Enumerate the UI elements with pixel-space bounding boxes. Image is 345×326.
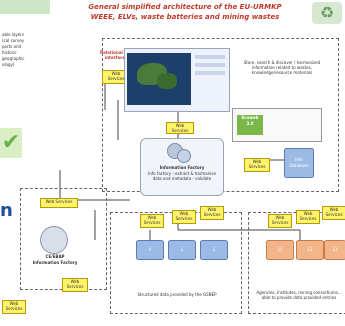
- check-icon: ✔: [0, 128, 22, 158]
- agencies-caption: Agencies, Institutes, mining consortiums…: [256, 290, 342, 300]
- diagram-title: General simplified architecture of the E…: [88, 3, 282, 11]
- ce-factory-subtitle: Information Factory: [32, 260, 78, 265]
- left-text-line: ports and: [2, 44, 22, 49]
- gsnep-database: 1: [168, 240, 196, 260]
- left-text-line: (cal survey: [2, 38, 25, 43]
- logo-letter: n: [0, 200, 13, 221]
- left-logo: [0, 0, 50, 14]
- web-services-box: Web Services: [2, 300, 26, 314]
- left-text-block: able layers (cal survey ports and histor…: [2, 32, 58, 68]
- left-text-line: geographic: [2, 56, 25, 61]
- web-services-box: Web Services: [102, 70, 130, 84]
- web-services-box: Web Services: [296, 210, 320, 224]
- info-database: Info Database: [284, 148, 314, 178]
- platform-caption: Store, search & discover / harmonized in…: [243, 60, 321, 75]
- agency-database: 13: [324, 240, 345, 260]
- web-services-box: Web Services: [172, 210, 196, 224]
- map-landmass: [157, 73, 177, 89]
- web-services-box: Web Services: [62, 278, 88, 292]
- web-services-box: Web Services: [166, 122, 194, 134]
- information-factory-title: Information Factory: [159, 165, 205, 170]
- left-text-line: able layers: [2, 32, 24, 37]
- portal-screenshot: [124, 48, 230, 112]
- information-factory-subtitle: Info factory - extract & harmonise data …: [148, 171, 216, 181]
- agency-database: 12: [296, 240, 324, 260]
- portal-panel: [195, 55, 225, 59]
- web-services-box: Web Services: [268, 214, 292, 228]
- portal-panel: [195, 71, 225, 75]
- left-text-line: historic: [2, 50, 17, 55]
- ecoweb-panel: Ecoweb 3.0: [232, 108, 322, 142]
- ecoweb-badge: Ecoweb 3.0: [237, 115, 263, 135]
- web-services-box: Web Services: [322, 206, 345, 220]
- gsnep-caption: Structured data provided by the GSNEP: [137, 292, 217, 297]
- gsnep-region: [110, 212, 242, 314]
- gear-icon: [40, 226, 68, 254]
- web-services-box: Web Services: [40, 198, 78, 208]
- portal-panel: [195, 63, 225, 67]
- web-services-box: Web Services: [140, 214, 164, 228]
- recycle-logo-icon: ♻: [312, 2, 342, 24]
- web-services-box: Web Services: [244, 158, 270, 172]
- gsnep-database: 0: [136, 240, 164, 260]
- agency-database: 11: [266, 240, 294, 260]
- map-view: [127, 53, 191, 105]
- information-factory: Information Factory Info factory - extra…: [140, 138, 224, 196]
- gear-icon: [177, 149, 191, 163]
- ce-factory-title: CE/EBAP: [45, 254, 65, 259]
- left-text-line: ology): [2, 62, 15, 67]
- web-services-box: Web Services: [200, 206, 224, 220]
- diagram-subtitle: WEEE, ELVs, waste batteries and mining w…: [90, 13, 280, 21]
- gsnep-database: 2: [200, 240, 228, 260]
